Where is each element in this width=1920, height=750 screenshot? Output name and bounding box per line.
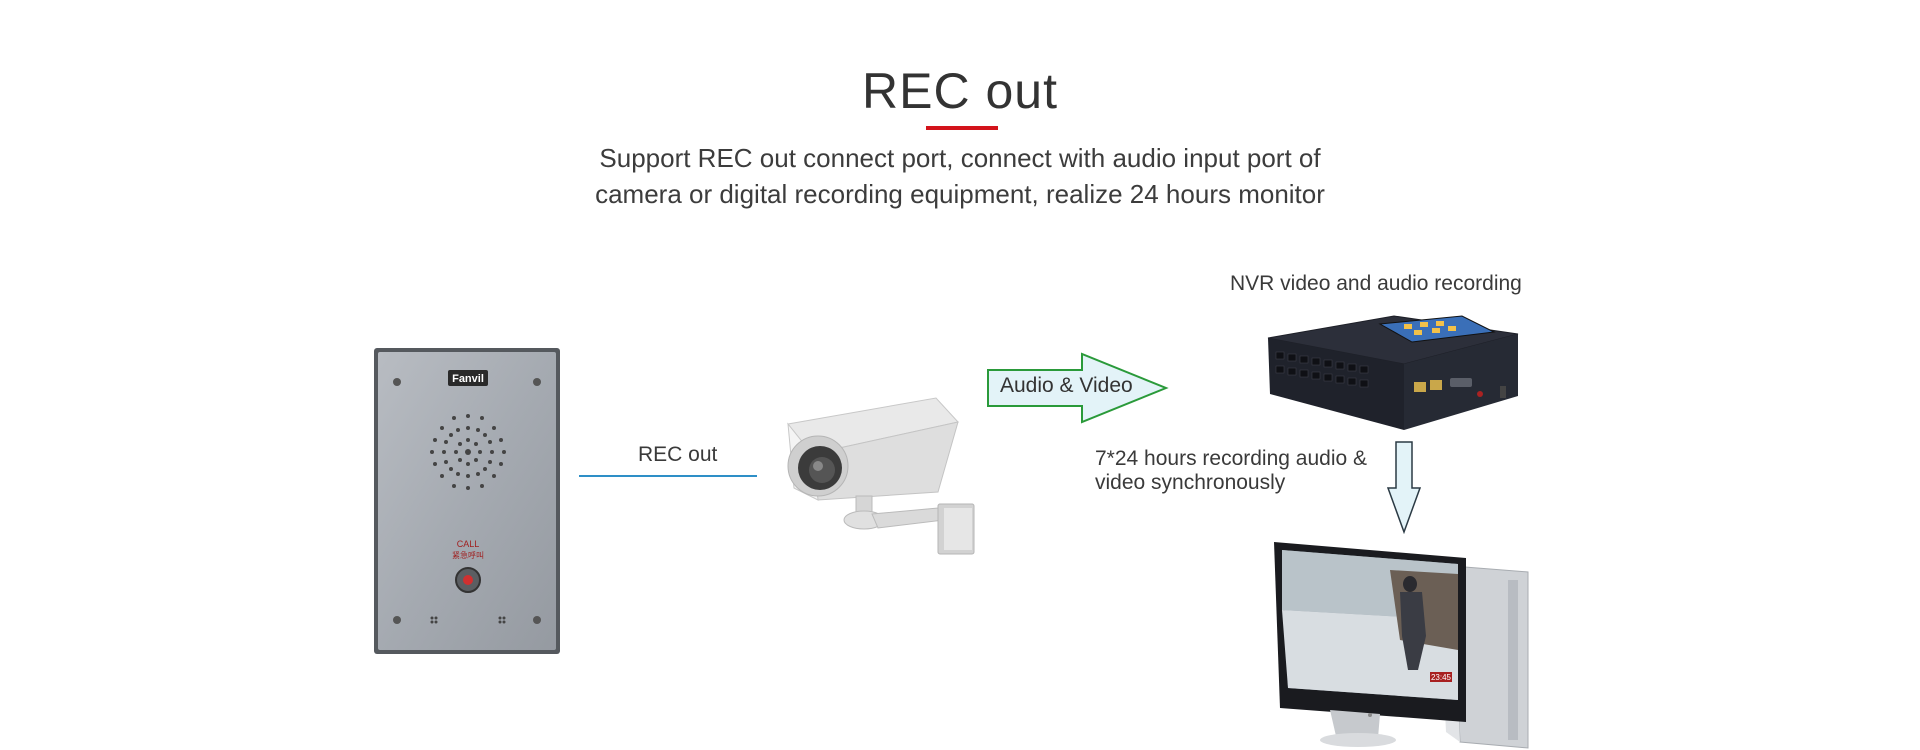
audio-video-arrow (987, 352, 1169, 424)
title-underline (926, 126, 998, 130)
nvr-label: NVR video and audio recording (1230, 272, 1522, 295)
door-phone-image: Fanvil CALL 紧急呼叫 (374, 348, 560, 654)
security-camera-image (787, 397, 975, 555)
monitor-timestamp-badge: 23:45 (1431, 673, 1452, 682)
page-subtitle: Support REC out connect port, connect wi… (0, 140, 1920, 212)
subtitle-line-2: camera or digital recording equipment, r… (595, 179, 1325, 209)
doorphone-brand-logo: Fanvil (452, 373, 484, 385)
sync-label-line-2: video synchronously (1095, 471, 1286, 494)
doorphone-call-label: CALL (457, 539, 480, 549)
rec-out-connector-line (579, 475, 757, 477)
sync-recording-label: 7*24 hours recording audio & video synch… (1095, 447, 1395, 495)
monitor-computer-image: 23:45 (1274, 542, 1529, 749)
down-arrow (1386, 441, 1422, 534)
sync-label-line-1: 7*24 hours recording audio & (1095, 447, 1368, 470)
audio-video-label: Audio & Video (1000, 374, 1133, 397)
nvr-recorder-image (1267, 315, 1519, 430)
doorphone-call-label-cn: 紧急呼叫 (452, 550, 484, 560)
page-title: REC out (862, 63, 1058, 119)
subtitle-line-1: Support REC out connect port, connect wi… (599, 143, 1321, 173)
speaker-grille (430, 414, 506, 490)
rec-out-label: REC out (638, 443, 718, 466)
